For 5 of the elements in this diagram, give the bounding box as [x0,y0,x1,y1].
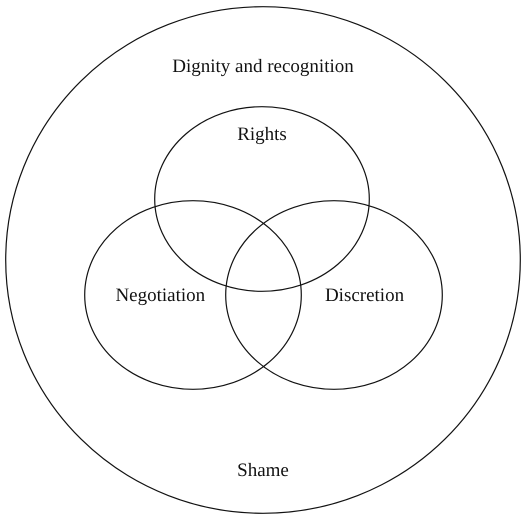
set-label: Negotiation [115,286,206,306]
set-label: Rights [237,124,287,146]
set-label: Discretion [324,286,404,306]
set-label: Dignity and recognition [172,56,354,78]
set-label: Shame [237,460,289,482]
